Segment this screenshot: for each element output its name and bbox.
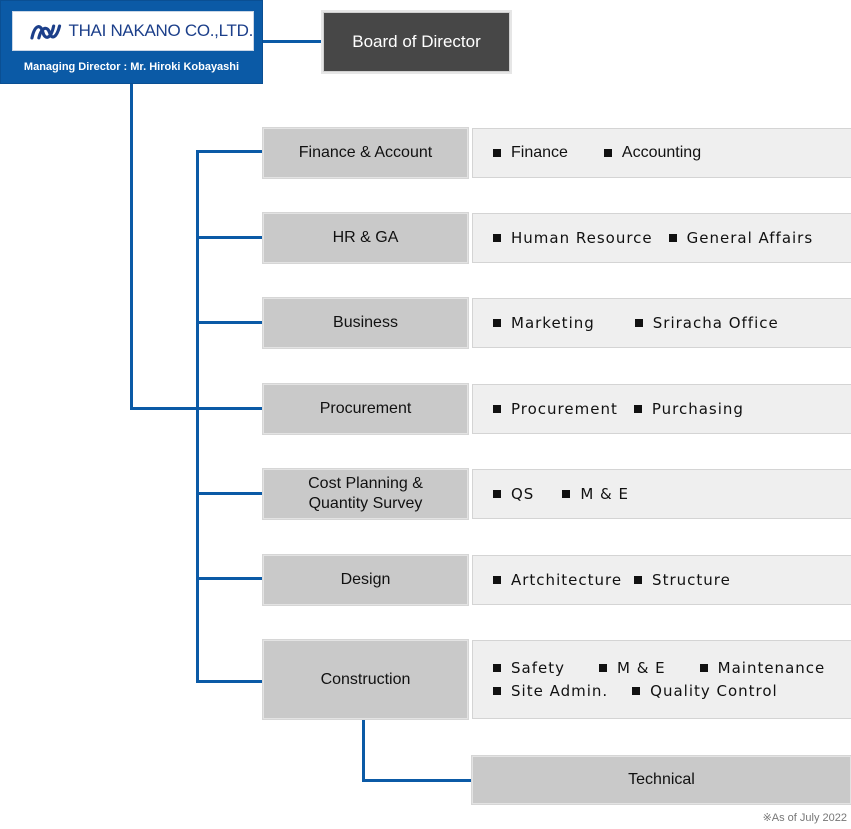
technical-box: Technical [472,756,851,804]
dept-design-details: Artchitecture Structure [472,555,851,605]
connector-company-down [130,84,133,410]
detail-item: M & E [598,659,666,677]
dept-construction-details: Safety M & E Maintenance Site Admin. Qua… [472,640,851,719]
board-label: Board of Director [352,32,481,51]
dept-cost-planning-details: QS M & E [472,469,851,519]
bullet-square-icon [598,664,607,672]
dept-cost-planning: Cost Planning & Quantity Survey [263,469,468,519]
connector-dept-design [196,577,263,580]
detail-row: Finance Accounting [493,142,851,165]
dept-business: Business [263,298,468,348]
dept-finance-account: Finance & Account [263,128,468,178]
detail-item: Safety [493,659,565,677]
detail-row: QS M & E [493,483,851,506]
connector-dept-cost [196,492,263,495]
as-of-note: ※As of July 2022 [762,812,847,824]
detail-item: Purchasing [633,400,744,418]
detail-item: Quality Control [632,682,778,700]
dept-label: Business [333,314,398,331]
detail-item: Accounting [603,144,701,162]
detail-item: Marketing [493,314,595,332]
connector-dept-business [196,321,263,324]
detail-item: General Affairs [668,229,814,247]
company-name: THAI NAKANO CO.,LTD. [68,21,254,40]
dept-procurement-details: Procurement Purchasing [472,384,851,434]
dept-hr-ga: HR & GA [263,213,468,263]
detail-item: Human Resource [493,229,653,247]
bullet-square-icon [633,405,642,413]
detail-item: M & E [562,485,629,503]
bullet-square-icon [699,664,708,672]
detail-item: Artchitecture [493,571,622,589]
detail-item: Site Admin. [493,682,608,700]
dept-finance-account-details: Finance Accounting [472,128,851,178]
managing-director-label: Managing Director : Mr. Hiroki Kobayashi [23,61,240,73]
detail-item: Procurement [493,400,618,418]
company-logo: THAI NAKANO CO.,LTD. [12,11,254,51]
connector-construction-down [362,717,365,782]
dept-procurement: Procurement [263,384,468,434]
bullet-square-icon [493,234,501,242]
bullet-square-icon [632,687,641,695]
technical-label: Technical [628,771,695,788]
connector-dept-spine [196,150,199,683]
detail-item: QS [493,485,534,503]
bullet-square-icon [493,576,501,584]
bullet-square-icon [603,149,612,157]
bullet-square-icon [634,576,643,584]
bullet-square-icon [634,319,643,327]
detail-row: Artchitecture Structure [493,569,851,592]
dept-label: Cost Planning & Quantity Survey [308,475,423,512]
bullet-square-icon [493,149,501,157]
dept-label: Procurement [319,400,412,417]
detail-item: Finance [493,144,568,162]
bullet-square-icon [493,319,501,327]
dept-hr-ga-details: Human Resource General Affairs [472,213,851,263]
dept-label: Finance & Account [298,144,433,161]
dept-design: Design [263,555,468,605]
bullet-square-icon [493,490,501,498]
bullet-square-icon [493,687,501,695]
dept-construction: Construction [263,640,468,719]
detail-item: Structure [634,571,731,589]
detail-item: Sriracha Office [634,314,779,332]
detail-row: Human Resource General Affairs [493,227,851,250]
connector-to-technical [362,779,472,782]
dept-label: Construction [320,670,411,688]
detail-row: Marketing Sriracha Office [493,312,851,335]
dept-business-details: Marketing Sriracha Office [472,298,851,348]
dept-label: Design [340,571,391,588]
bullet-square-icon [493,405,501,413]
detail-row: Procurement Purchasing [493,398,851,421]
detail-row: Safety M & E Maintenance [493,657,851,680]
bullet-square-icon [562,490,571,498]
connector-dept-finance [196,150,263,153]
board-of-director-box: Board of Director [323,12,510,72]
detail-item: Maintenance [699,659,826,677]
connector-company-board [263,40,323,43]
company-box: THAI NAKANO CO.,LTD. Managing Director :… [0,0,263,84]
bullet-square-icon [493,664,501,672]
connector-dept-construction [196,680,263,683]
company-logo-icon [30,24,62,40]
bullet-square-icon [668,234,677,242]
dept-label: HR & GA [332,229,399,246]
detail-row: Site Admin. Quality Control [493,680,851,703]
connector-dept-hr [196,236,263,239]
